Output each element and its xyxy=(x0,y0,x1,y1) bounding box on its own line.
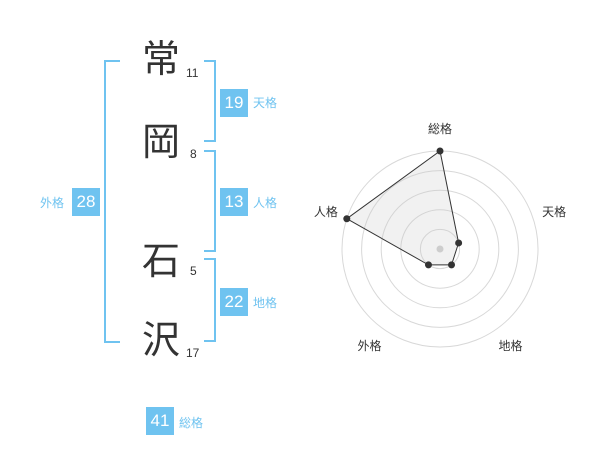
gaikaku-bracket xyxy=(104,60,120,343)
stroke-count-3: 5 xyxy=(190,264,197,278)
tenkaku-label: 天格 xyxy=(253,96,278,110)
radar-axis-label-2: 地格 xyxy=(498,339,523,354)
radar-point-2 xyxy=(448,261,456,269)
name-char-3: 石 xyxy=(142,239,181,283)
stroke-count-4: 17 xyxy=(186,346,200,360)
chikaku-bracket xyxy=(204,258,216,342)
radar-point-1 xyxy=(455,239,463,247)
stroke-count-2: 8 xyxy=(190,147,197,161)
radar-ring-4 xyxy=(361,170,519,328)
radar-axis-label-3: 外格 xyxy=(357,339,382,354)
jinkaku-bracket xyxy=(204,150,216,252)
name-char-2: 岡 xyxy=(142,120,181,164)
chikaku-badge: 22 xyxy=(220,288,248,316)
jinkaku-badge: 13 xyxy=(220,188,248,216)
name-char-4: 沢 xyxy=(142,318,181,362)
tenkaku-badge: 19 xyxy=(220,89,248,117)
radar-series-polygon xyxy=(345,150,460,266)
jinkaku-label: 人格 xyxy=(253,196,278,210)
stroke-count-1: 11 xyxy=(186,66,199,80)
radar-axis-label-1: 天格 xyxy=(542,204,567,219)
radar-point-0 xyxy=(436,147,444,155)
radar-axis-label-4: 人格 xyxy=(313,204,338,219)
chikaku-label: 地格 xyxy=(253,296,278,310)
gaikaku-badge: 28 xyxy=(72,188,100,216)
soukaku-badge: 41 xyxy=(146,407,174,435)
radar-point-3 xyxy=(424,261,432,269)
gaikaku-label: 外格 xyxy=(40,196,65,210)
tenkaku-bracket xyxy=(204,60,216,142)
name-char-1: 常 xyxy=(142,37,181,81)
radar-point-4 xyxy=(343,215,351,223)
radar-ring-1 xyxy=(419,228,461,270)
radar-ring-3 xyxy=(380,189,500,309)
soukaku-label: 総格 xyxy=(179,416,204,430)
radar-axis-label-0: 総格 xyxy=(428,122,453,136)
radar-center-dot xyxy=(436,245,444,253)
